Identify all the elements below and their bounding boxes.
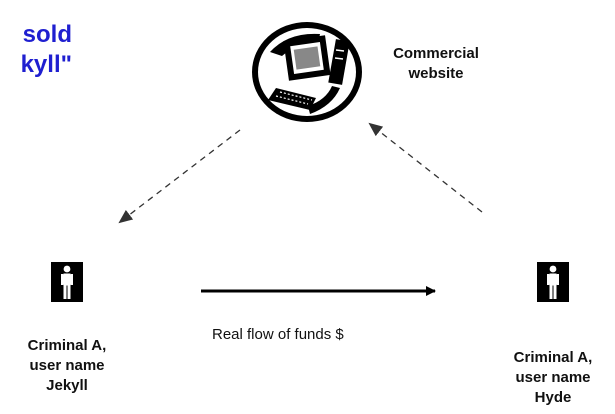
jekyll-label-line-2: user name [29, 357, 105, 374]
jekyll-label: Criminal A, user name Jekyll [7, 336, 127, 396]
hyde-person-icon [537, 262, 569, 302]
hyde-label-line-1: Criminal A, [513, 349, 593, 366]
heading-line-1: sold [22, 21, 72, 48]
hyde-label-line-3: Hyde [534, 389, 572, 406]
hyde-label: Criminal A, user name Hyde [496, 348, 610, 408]
website-label-line-2: website [408, 65, 464, 82]
website-label-line-1: Commercial [393, 45, 479, 62]
dashed-arrow-to-jekyll [118, 129, 241, 224]
website-label: Commercial website [383, 44, 489, 84]
jekyll-person-icon [51, 262, 83, 302]
flow-label: Real flow of funds $ [212, 326, 344, 343]
jekyll-label-line-1: Criminal A, [27, 337, 107, 354]
heading: sold kyll" [21, 20, 72, 80]
heading-line-2: kyll" [20, 51, 72, 78]
hyde-label-line-2: user name [515, 369, 591, 386]
computer-globe-icon [240, 14, 380, 126]
dashed-arrow-to-website [368, 122, 483, 213]
jekyll-label-line-3: Jekyll [46, 377, 88, 394]
